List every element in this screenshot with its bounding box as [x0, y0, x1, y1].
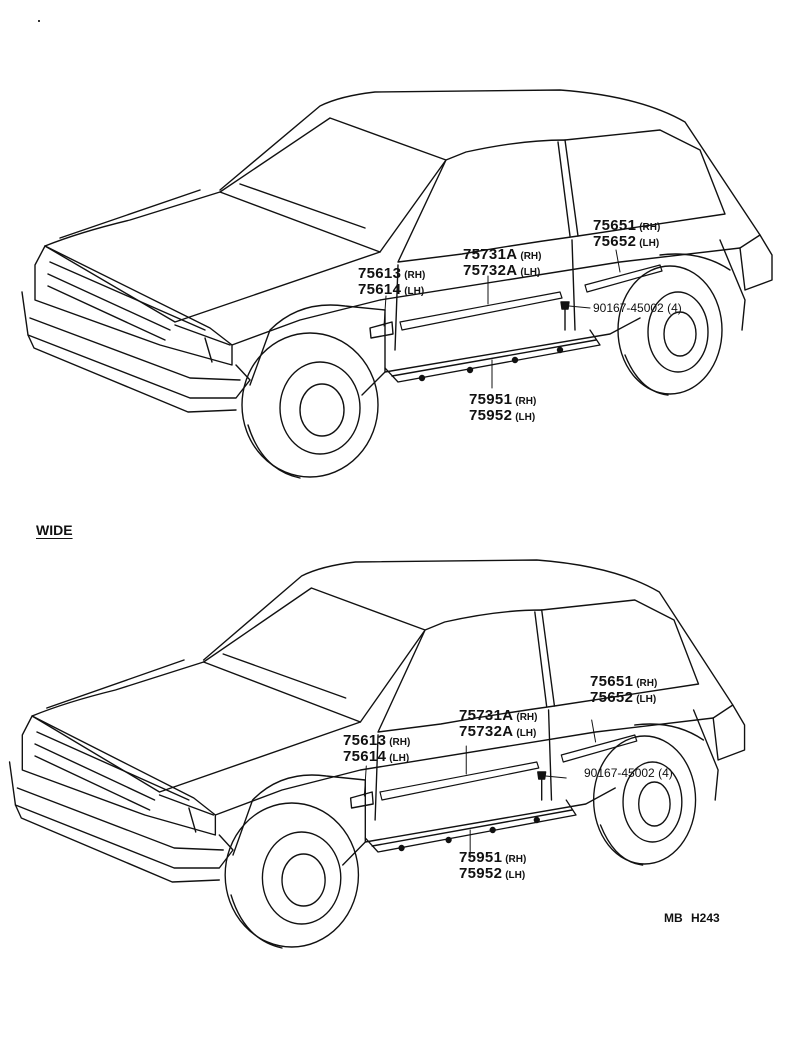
rocker-molding-lh-label: 75952(LH): [469, 408, 535, 424]
part-number: 75731A: [463, 246, 518, 263]
fender-molding-rh-label: 75613(RH): [358, 266, 425, 282]
side-marker: (RH): [404, 270, 426, 281]
part-number: 75652: [590, 689, 634, 706]
door-molding-rh-label: 75731A(RH): [463, 247, 541, 263]
part-number: 75613: [343, 732, 387, 749]
side-marker: (LH): [639, 238, 660, 249]
part-number: 75952: [469, 407, 513, 424]
scan-speck: [38, 20, 40, 22]
wide-fender-molding-rh-label: 75613(RH): [343, 733, 410, 749]
part-number: 75731A: [459, 707, 514, 724]
wide-belt-molding-rh-label: 75651(RH): [590, 674, 657, 690]
part-number: 75651: [590, 673, 634, 690]
part-number: 75732A: [463, 262, 518, 279]
side-marker: (LH): [520, 267, 541, 278]
side-marker: (RH): [505, 854, 527, 865]
wide-belt-molding-lh-label: 75652(LH): [590, 690, 656, 706]
part-number: 75652: [593, 233, 637, 250]
wide-section-heading: WIDE: [36, 522, 73, 538]
part-number: 75951: [469, 391, 513, 408]
part-number: 75732A: [459, 723, 514, 740]
part-number: 75614: [358, 281, 402, 298]
wide-door-molding-rh-label: 75731A(RH): [459, 708, 537, 724]
part-number: 75952: [459, 865, 503, 882]
door-molding-lh-label: 75732A(LH): [463, 263, 540, 279]
fender-molding-lh-label: 75614(LH): [358, 282, 424, 298]
wide-rocker-molding-lh-label: 75952(LH): [459, 866, 525, 882]
clip-label: 90167-45002 (4): [593, 301, 682, 315]
side-marker: (LH): [505, 870, 526, 881]
side-marker: (LH): [389, 753, 410, 764]
part-number: 75613: [358, 265, 402, 282]
side-marker: (RH): [516, 712, 538, 723]
rocker-molding-rh-label: 75951(RH): [469, 392, 536, 408]
part-number: 75614: [343, 748, 387, 765]
figure-code: MB H243: [664, 911, 720, 925]
side-marker: (RH): [636, 678, 658, 689]
belt-molding-rh-label: 75651(RH): [593, 218, 660, 234]
wide-clip-label: 90167-45002 (4): [584, 766, 673, 780]
side-marker: (LH): [636, 694, 657, 705]
side-marker: (LH): [515, 412, 536, 423]
part-number: 75951: [459, 849, 503, 866]
side-marker: (RH): [389, 737, 411, 748]
side-marker: (RH): [515, 396, 537, 407]
belt-molding-lh-label: 75652(LH): [593, 234, 659, 250]
wide-rocker-molding-rh-label: 75951(RH): [459, 850, 526, 866]
side-marker: (LH): [516, 728, 537, 739]
side-marker: (RH): [639, 222, 661, 233]
wide-fender-molding-lh-label: 75614(LH): [343, 749, 409, 765]
side-marker: (RH): [520, 251, 542, 262]
side-marker: (LH): [404, 286, 425, 297]
wide-door-molding-lh-label: 75732A(LH): [459, 724, 536, 740]
part-number: 75651: [593, 217, 637, 234]
